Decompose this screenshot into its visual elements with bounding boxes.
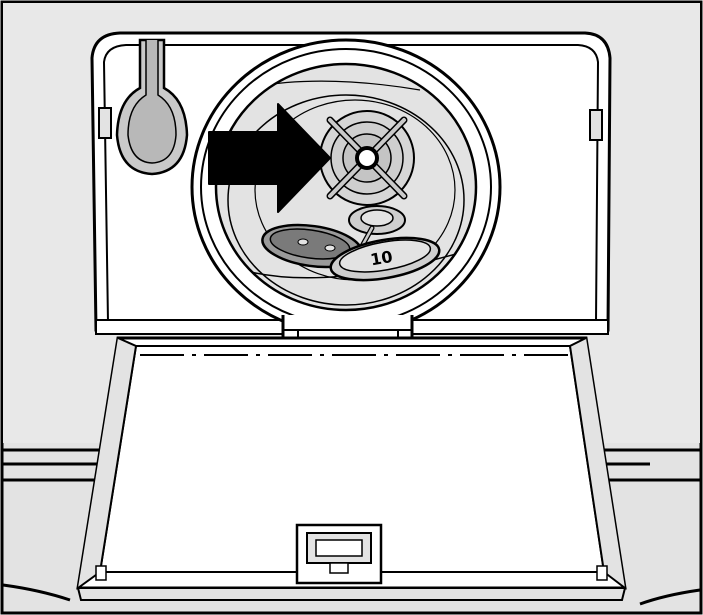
emergency-drain-icon xyxy=(115,38,189,176)
coin-label: 10 xyxy=(369,247,394,270)
flap-latch xyxy=(295,523,383,585)
side-clip-right xyxy=(589,109,603,141)
button-icon xyxy=(348,205,406,235)
cabinet-curve-left xyxy=(2,583,71,602)
arrow-icon xyxy=(208,103,331,213)
side-clip-left xyxy=(98,107,112,139)
impeller-icon xyxy=(319,110,415,206)
cabinet-curve-right xyxy=(639,588,701,606)
drain-pump-icon: 10 xyxy=(190,38,502,336)
access-flap xyxy=(76,336,627,601)
cabinet-lines-right xyxy=(600,448,700,482)
coin-10-icon: 10 xyxy=(329,236,441,282)
cabinet-lines-left xyxy=(3,448,115,482)
